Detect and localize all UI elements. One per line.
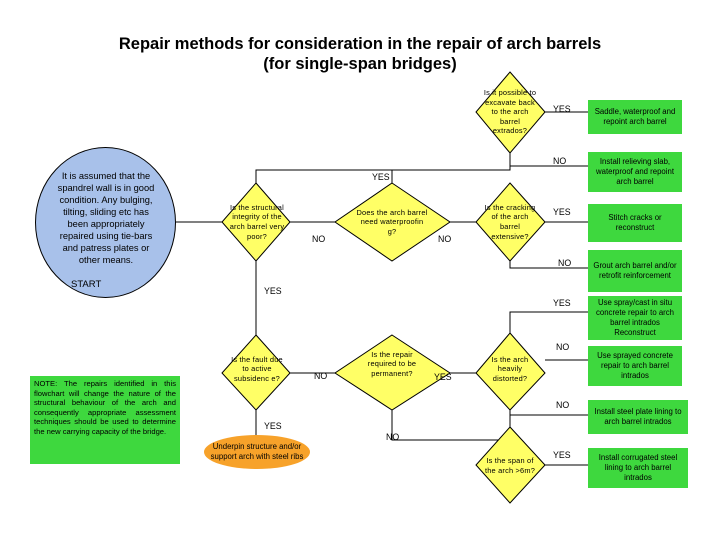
diamond-span (475, 426, 546, 504)
label-yes-integrity: YES (372, 172, 390, 182)
label-yes-distorted: YES (553, 298, 571, 308)
label-yes-downward: YES (264, 286, 282, 296)
decision-cracking: Is the cracking of the arch barrel exten… (484, 202, 536, 241)
decision-excavate: Is it possible to excavate back to the a… (483, 88, 537, 136)
label-no-integrity: NO (312, 234, 326, 244)
page-title: Repair methods for consideration in the … (60, 34, 660, 74)
decision-structural-integrity: Is the structural integrity of the arch … (229, 202, 285, 241)
diamond-excavate (475, 71, 546, 154)
label-no-steel: NO (556, 400, 570, 410)
decision-permanent: Is the repair required to be permanent? (367, 349, 417, 378)
diamond-structural-integrity (221, 182, 291, 262)
label-no-distorted: NO (556, 342, 570, 352)
connector-permanent-no (391, 410, 510, 441)
label-yes-span: YES (553, 450, 571, 460)
decision-waterproofing: Does the arch barrel need waterproofin g… (356, 207, 428, 236)
note-box (30, 376, 180, 464)
start-assumption-text: It is assumed that the spandrel wall is … (57, 171, 155, 265)
action-stitch: Stitch cracks or reconstruct (588, 204, 682, 242)
decision-diamonds (221, 71, 546, 504)
action-spray-cast: Use spray/cast in situ concrete repair t… (588, 296, 682, 340)
start-oval (35, 147, 176, 298)
connector-excavate-no (509, 153, 588, 167)
label-no-excavate: NO (553, 156, 567, 166)
action-underpin: Underpin structure and/or support arch w… (204, 435, 310, 469)
diamond-waterproofing (334, 182, 451, 262)
label-yes-subsidence: YES (264, 421, 282, 431)
decision-distorted: Is the arch heavily distorted? (491, 354, 529, 383)
label-yes-permanent: YES (434, 372, 452, 382)
label-no-permanent: NO (386, 432, 400, 442)
title-line-1: Repair methods for consideration in the … (118, 35, 602, 53)
decision-active-subsidence: Is the fault due to active subsidenc e? (231, 354, 283, 383)
connector-lines (176, 111, 588, 466)
connector-distorted-yes (509, 311, 588, 333)
diamond-active-subsidence (221, 334, 291, 411)
label-yes-excavate: YES (553, 104, 571, 114)
action-grout: Grout arch barrel and/or retrofit reinfo… (588, 250, 682, 292)
action-sprayed-concrete: Use sprayed concrete repair to arch barr… (588, 346, 682, 386)
connector-distorted-to-steel (509, 410, 588, 416)
diamond-permanent (334, 334, 451, 411)
title-line-2: (for single-span bridges) (263, 55, 457, 73)
label-no-cracking: NO (558, 258, 572, 268)
action-corrugated: Install corrugated steel lining to arch … (588, 448, 688, 488)
action-saddle: Saddle, waterproof and repoint arch barr… (588, 100, 682, 134)
action-relieving-slab: Install relieving slab, waterproof and r… (588, 152, 682, 192)
decision-span: Is the span of the arch >6m? (484, 456, 536, 475)
connector-waterproof-yes (391, 153, 511, 183)
action-steel-plate: Install steel plate lining to arch barre… (588, 400, 688, 434)
label-no-waterproofing: NO (438, 234, 452, 244)
start-label: START (71, 279, 102, 290)
label-no-subsidence: NO (314, 371, 328, 381)
diamond-distorted (475, 332, 546, 411)
label-yes-cracking: YES (553, 207, 571, 217)
connector-cracking-no (509, 261, 588, 269)
diamond-cracking (475, 182, 546, 262)
note-text: NOTE: The repairs identified in this flo… (34, 379, 176, 436)
